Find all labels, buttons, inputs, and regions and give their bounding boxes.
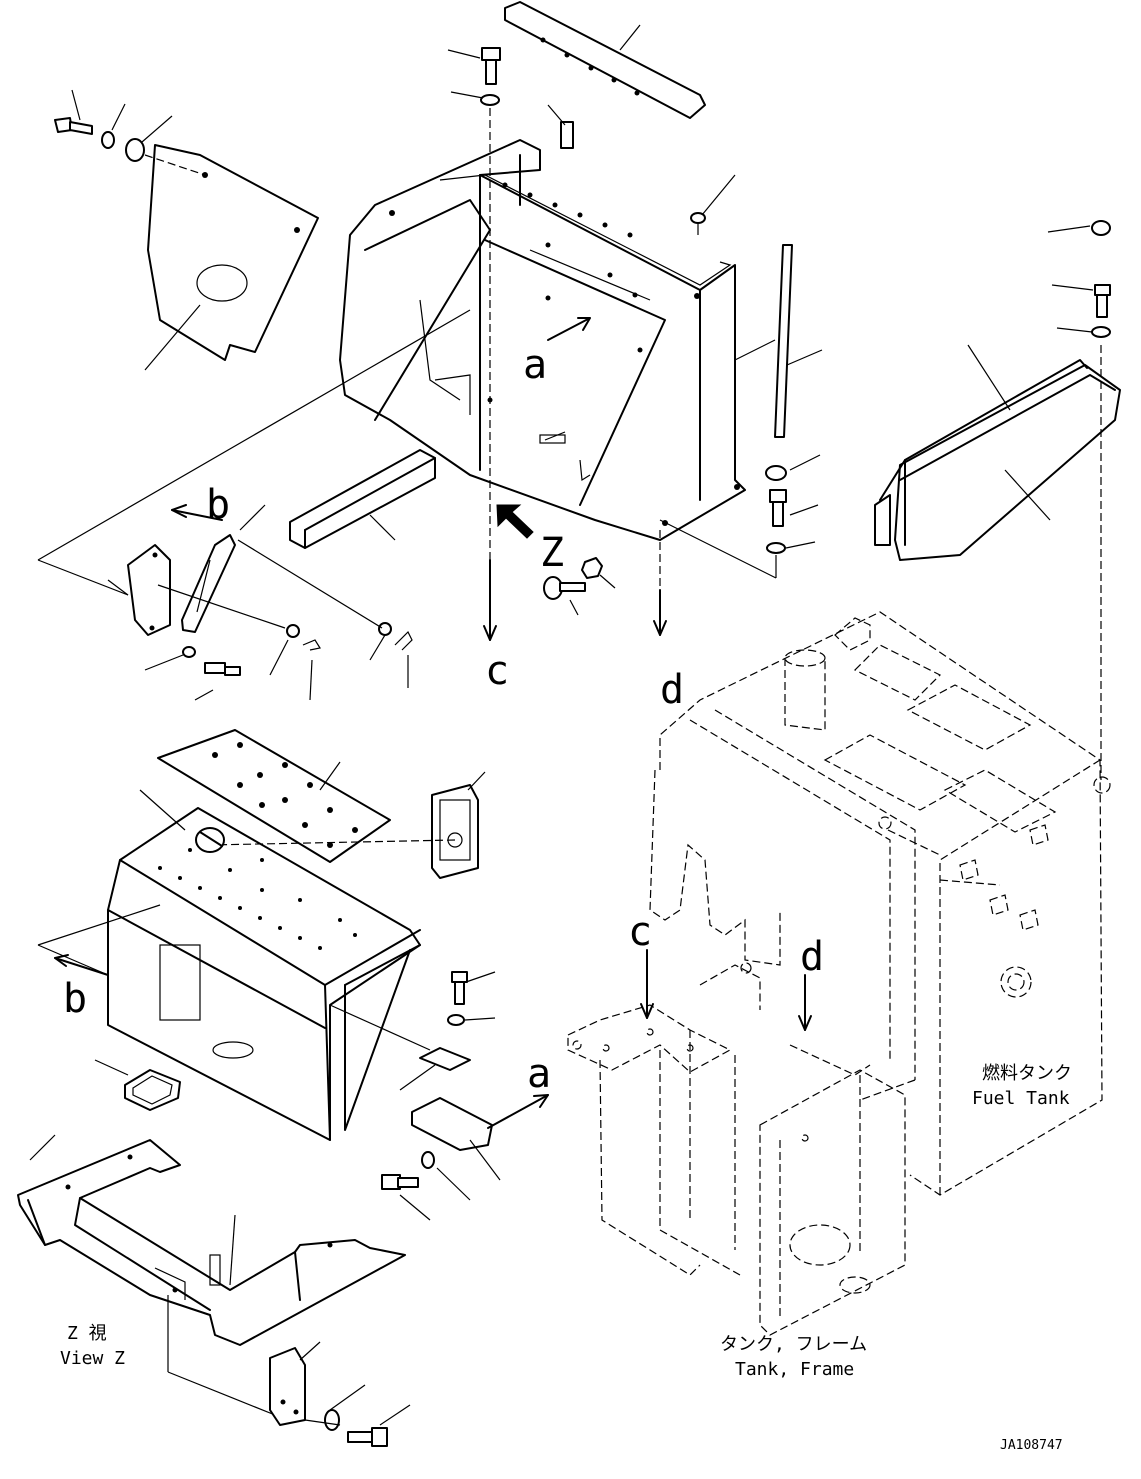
arrow-b-lower — [37, 904, 161, 976]
figure-id: JA108747 — [1000, 1438, 1063, 1453]
callout-b-lower: b — [63, 976, 87, 1022]
clip-part — [547, 104, 574, 149]
z-bolt-nut — [543, 557, 616, 616]
hinge-fasteners — [329, 971, 549, 1221]
callout-z: Z — [540, 530, 564, 576]
tank-frame-label-jp: タンク, フレーム — [720, 1334, 867, 1355]
right-fender — [874, 220, 1121, 780]
top-plate — [504, 1, 706, 119]
rubber-strip — [734, 244, 823, 438]
latch-plate — [209, 771, 486, 879]
lower-cover-holes — [158, 848, 357, 950]
view-z-label-en: View Z — [60, 1348, 125, 1369]
arrow-c-lower — [640, 949, 654, 1019]
view-z-arrow — [496, 504, 534, 539]
arrow-d-lower — [798, 974, 812, 1031]
grommet — [94, 1059, 181, 1111]
fuel-tank-label-jp: 燃料タンク — [982, 1063, 1072, 1084]
tank-frame-dashed — [567, 962, 906, 1336]
callout-c-lower: c — [628, 909, 652, 955]
callout-d-upper: d — [660, 667, 684, 713]
bolt-washer-set-top-left — [54, 89, 206, 176]
fuel-cap — [195, 827, 225, 853]
box-top-holes — [487, 182, 643, 403]
callout-b-upper: b — [206, 482, 230, 528]
perforated-step-plate — [157, 729, 391, 863]
wood-block — [289, 449, 436, 549]
callout-a-upper: a — [523, 342, 547, 388]
callout-c-upper: c — [485, 648, 509, 694]
arrow-a-upper — [547, 317, 591, 341]
fuel-tank-label-en: Fuel Tank — [972, 1088, 1070, 1109]
tank-frame-label-en: Tank, Frame — [735, 1359, 854, 1380]
view-z-label-jp: Z 視 — [67, 1323, 107, 1344]
callout-d-lower: d — [800, 934, 824, 980]
view-z-bracket — [269, 1341, 411, 1447]
left-panel — [144, 144, 319, 371]
arrow-d-upper — [653, 530, 667, 636]
screw-right — [690, 174, 736, 235]
lower-cover — [107, 789, 421, 1141]
fuel-tank-dashed — [649, 611, 1111, 1196]
callout-a-lower: a — [527, 1051, 551, 1097]
view-z-tray — [17, 1134, 406, 1416]
fastener-stack-right — [659, 454, 821, 579]
top-bolt — [447, 47, 501, 641]
upper-box-assembly — [339, 139, 746, 541]
step-plate-holes — [212, 742, 358, 848]
latch-parts — [37, 309, 471, 701]
